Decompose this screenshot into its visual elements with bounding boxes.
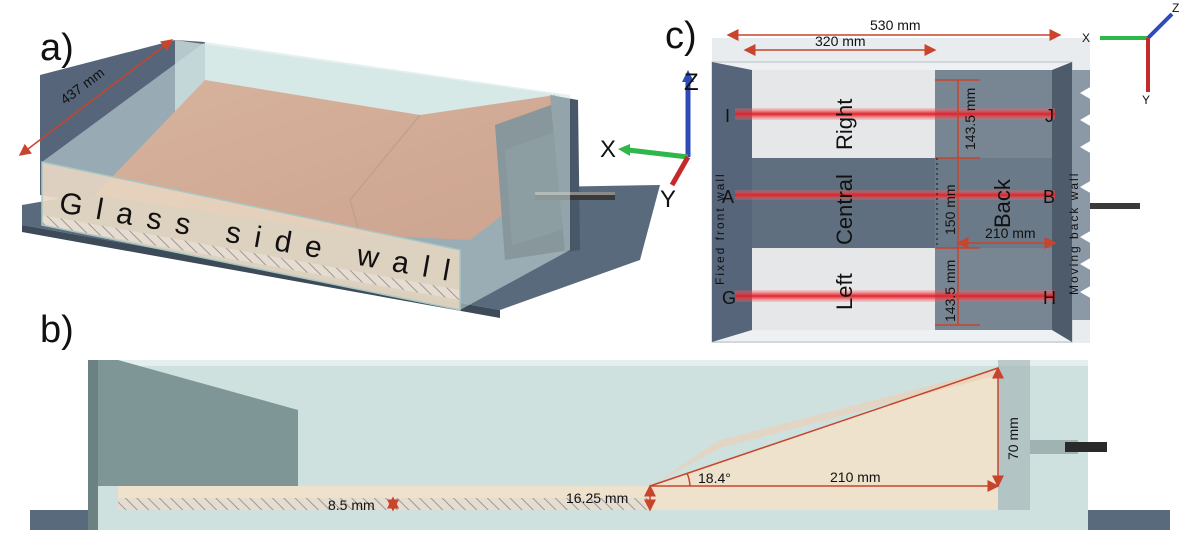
laser-line-ij — [735, 108, 1055, 120]
z-axis-arrow-c — [1146, 12, 1174, 40]
ramp-height-label: 70 mm — [1005, 417, 1021, 460]
laser-line-gh — [735, 290, 1055, 302]
z-axis-label-c: Z — [1172, 1, 1179, 15]
moving-back-wall-label: Moving back wall — [1067, 172, 1081, 295]
z-axis-head — [682, 70, 694, 82]
point-g: G — [722, 288, 736, 308]
ramp-start-height-label: 16.25 mm — [566, 490, 628, 506]
zone-back-label: Back — [990, 178, 1015, 228]
back-length-label: 210 mm — [985, 225, 1036, 241]
push-arrow — [1080, 140, 1092, 154]
point-j: J — [1045, 106, 1054, 126]
side-left-wall — [88, 360, 298, 486]
push-arrow — [1080, 86, 1092, 100]
layer-thickness-label: 8.5 mm — [328, 497, 375, 513]
ramp-slope-line — [649, 367, 999, 487]
axis-triad-a: Z X Y — [600, 69, 699, 213]
piston-rod — [535, 192, 615, 200]
x-axis-label-c: X — [1082, 31, 1090, 45]
total-length-label: 530 mm — [870, 17, 921, 33]
zone-right-label: Right — [832, 99, 857, 150]
y-axis-label: Y — [660, 186, 676, 213]
partial-length-label: 320 mm — [815, 33, 866, 49]
base-layer-hatch — [42, 215, 460, 300]
zone-left-label: Left — [832, 273, 857, 310]
push-arrow — [1080, 257, 1092, 271]
width-central-label: 150 mm — [942, 184, 958, 235]
push-arrow — [1080, 230, 1092, 244]
point-h: H — [1043, 288, 1056, 308]
push-arrow — [1080, 285, 1092, 299]
y-axis-label-c: Y — [1142, 93, 1150, 107]
panel-b: b) 8.5 mm 16.25 mm 18.4° 210 mm 70 mm — [30, 309, 1170, 530]
piston-rod-c — [1090, 203, 1140, 209]
panel-c-label: c) — [665, 15, 697, 57]
glass-edge — [41, 161, 461, 311]
side-right-wall — [998, 360, 1030, 510]
width-left-label: 143.5 mm — [942, 260, 958, 322]
x-axis-label: X — [600, 136, 616, 163]
fixed-front-wall-label: Fixed front wall — [713, 172, 727, 285]
moving-back-wall-plate — [1072, 70, 1090, 320]
push-arrow — [1080, 180, 1092, 194]
point-a: A — [722, 187, 734, 207]
side-box-top — [88, 360, 1088, 366]
depth-dimension-line — [18, 39, 174, 156]
fixed-front-wall — [712, 62, 752, 342]
panel-c: c) I J A B — [665, 1, 1179, 343]
sand-wedge — [650, 368, 998, 510]
y-axis-arrow — [669, 155, 691, 187]
side-base-hatch — [118, 498, 648, 510]
piston-rod-highlight — [535, 192, 615, 195]
panel-b-label: b) — [40, 309, 74, 351]
side-left-frame — [88, 360, 98, 530]
moving-back-wall — [1052, 62, 1072, 342]
z-axis-label: Z — [684, 69, 699, 96]
ramp-angle-arc — [686, 472, 691, 487]
axis-triad-c: X Z Y — [1082, 1, 1179, 107]
zone-central-label: Central — [832, 174, 857, 245]
point-b: B — [1043, 187, 1055, 207]
panel-a-label: a) — [40, 27, 74, 69]
ramp-angle-label: 18.4° — [698, 470, 731, 486]
width-right-label: 143.5 mm — [962, 88, 978, 150]
push-arrows — [1080, 86, 1092, 299]
panel-a: a) Glass side wall 437 mm — [18, 27, 699, 318]
base-plate-edge — [22, 225, 500, 318]
ramp-length-label: 210 mm — [830, 469, 881, 485]
x-axis-arrow — [627, 147, 689, 160]
point-i: I — [725, 106, 730, 126]
push-arrow — [1080, 113, 1092, 127]
side-piston-rod — [1065, 442, 1107, 452]
laser-line-ab — [735, 190, 1055, 200]
x-axis-head — [618, 144, 630, 156]
